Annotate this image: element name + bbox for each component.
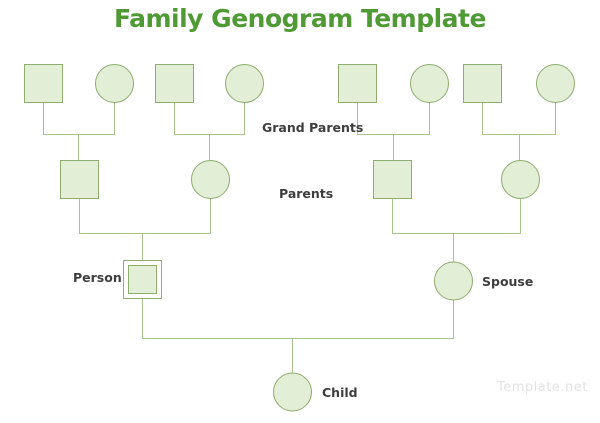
grandparent-couple-2-connector [174, 102, 245, 160]
child-generation [273, 372, 312, 412]
grand-parents-label: Grand Parents [262, 120, 364, 135]
grandmother-4-circle [536, 64, 575, 103]
father-left-square [60, 160, 99, 199]
grandfather-1-square [24, 64, 63, 103]
parents-label: Parents [279, 186, 334, 201]
spouse-label: Spouse [482, 274, 534, 289]
parents-generation [60, 160, 540, 199]
mother-left-circle [191, 160, 230, 199]
parents-right-connector [392, 198, 521, 262]
person-outer-square [123, 260, 162, 299]
connector-lines [43, 102, 556, 373]
person-inner-square [128, 265, 157, 294]
grandparent-couple-3-connector [357, 102, 430, 160]
spouse-circle [434, 261, 473, 301]
father-right-square [373, 160, 412, 199]
grandparent-couple-4-connector [482, 102, 556, 160]
child-circle [273, 372, 312, 412]
person-spouse-generation [123, 260, 473, 301]
grandparent-couple-1-connector [43, 102, 115, 160]
grandmother-1-circle [95, 64, 134, 103]
grandmother-2-circle [225, 64, 264, 103]
person-label: Person [73, 270, 122, 285]
page-title: Family Genogram Template [114, 4, 486, 33]
parents-left-connector [79, 198, 211, 260]
grandfather-2-square [155, 64, 194, 103]
watermark: Template.net [497, 380, 588, 395]
mother-right-circle [501, 160, 540, 199]
child-label: Child [322, 385, 358, 400]
grandmother-3-circle [410, 64, 449, 103]
grandparents-generation [24, 64, 575, 103]
person-spouse-union-connector [142, 299, 454, 373]
grandfather-4-square [463, 64, 502, 103]
grandfather-3-square [338, 64, 377, 103]
